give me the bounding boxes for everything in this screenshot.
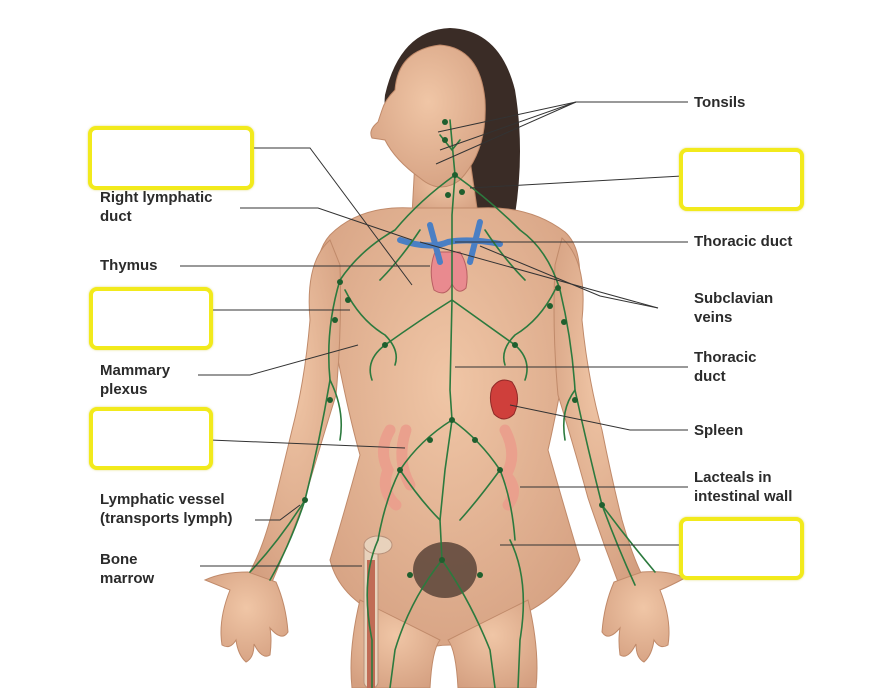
label-thoracic-duct-lower: Thoracic duct (694, 349, 757, 385)
label-subclavian-veins: Subclavian veins (694, 290, 774, 326)
label-mammary-plexus: Mammary plexus (100, 362, 171, 398)
blank-answer-box-2[interactable] (679, 148, 804, 211)
label-lymphatic-vessel: Lymphatic vessel (transports lymph) (100, 491, 233, 527)
label-lacteals: Lacteals in intestinal wall (694, 469, 793, 505)
leader-lines (180, 101, 688, 567)
label-thoracic-duct-upper: Thoracic duct (694, 233, 793, 250)
label-right-lymphatic-duct: Right lymphatic duct (100, 189, 213, 225)
spleen-organ (489, 379, 518, 420)
pubic-region (413, 542, 477, 598)
label-bone-marrow: Bone marrow (100, 551, 155, 587)
blank-answer-box-5[interactable] (679, 517, 804, 580)
label-tonsils: Tonsils (694, 94, 746, 111)
blank-answer-box-3[interactable] (89, 287, 213, 350)
blank-answer-box-4[interactable] (89, 407, 213, 470)
femur-bone (363, 535, 393, 688)
label-spleen: Spleen (694, 422, 744, 439)
lymph-nodes (302, 119, 605, 578)
blank-answer-box-1[interactable] (88, 126, 254, 190)
label-thymus: Thymus (100, 257, 158, 274)
